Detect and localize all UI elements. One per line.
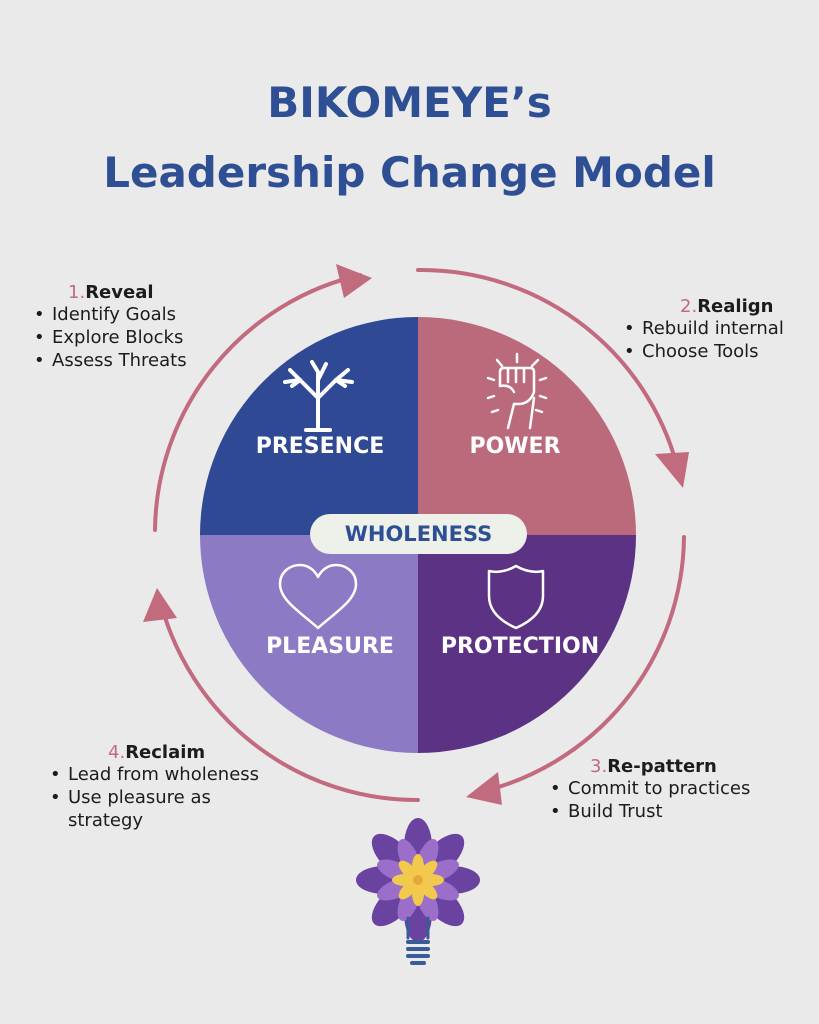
list-item: Use pleasure as strategy	[48, 786, 248, 832]
quadrant-label-presence: PRESENCE	[255, 434, 385, 459]
quadrant-protection	[418, 535, 636, 753]
arrow-reclaim-to-reveal	[158, 598, 420, 803]
list-item: Explore Blocks	[32, 326, 187, 349]
arrow-repattern-to-reclaim	[474, 535, 686, 795]
list-item: Commit to practices	[548, 777, 750, 800]
step-heading: 3.Re-pattern	[590, 756, 717, 777]
tree-icon	[283, 360, 354, 432]
step-heading: 1.Reveal	[68, 282, 154, 303]
quadrant-label-protection: PROTECTION	[440, 634, 600, 659]
step-reveal: 1.Reveal Identify Goals Explore Blocks A…	[32, 282, 187, 372]
lotus-lightbulb-logo	[356, 818, 480, 965]
step-heading: 4.Reclaim	[108, 742, 206, 763]
step-list: Commit to practices Build Trust	[548, 777, 750, 823]
arrowhead-2	[655, 452, 689, 488]
step-list: Identify Goals Explore Blocks Assess Thr…	[32, 303, 187, 372]
arrowhead-3	[466, 772, 502, 805]
title-line-2: Leadership Change Model	[103, 148, 716, 197]
arrowhead-4	[143, 588, 177, 622]
quadrant-presence	[200, 317, 418, 535]
list-item: Rebuild internal	[622, 317, 784, 340]
arrow-reveal-to-realign	[153, 273, 362, 532]
quadrant-label-pleasure: PLEASURE	[266, 634, 394, 659]
list-item: Identify Goals	[32, 303, 187, 326]
list-item: Choose Tools	[622, 340, 784, 363]
quadrant-power	[418, 317, 636, 535]
quadrant-label-power: POWER	[469, 434, 561, 459]
title-line-1: BIKOMEYE’s	[267, 78, 552, 127]
step-list: Rebuild internal Choose Tools	[622, 317, 784, 363]
step-repattern: 3.Re-pattern Commit to practices Build T…	[548, 756, 750, 823]
shield-icon	[487, 564, 545, 630]
center-label-wholeness: WHOLENESS	[310, 514, 527, 554]
list-item: Build Trust	[548, 800, 750, 823]
quadrant-pleasure	[200, 535, 418, 753]
raised-fist-icon	[486, 352, 548, 430]
step-heading: 2.Realign	[680, 296, 774, 317]
step-realign: 2.Realign Rebuild internal Choose Tools	[622, 296, 784, 363]
step-reclaim: 4.Reclaim Lead from wholeness Use pleasu…	[48, 742, 308, 832]
arrowhead-1	[336, 264, 372, 298]
arrow-realign-to-repattern	[416, 267, 682, 480]
list-item: Lead from wholeness	[48, 763, 308, 786]
heart-icon	[278, 563, 358, 630]
list-item: Assess Threats	[32, 349, 187, 372]
step-list: Lead from wholeness Use pleasure as stra…	[48, 763, 308, 832]
